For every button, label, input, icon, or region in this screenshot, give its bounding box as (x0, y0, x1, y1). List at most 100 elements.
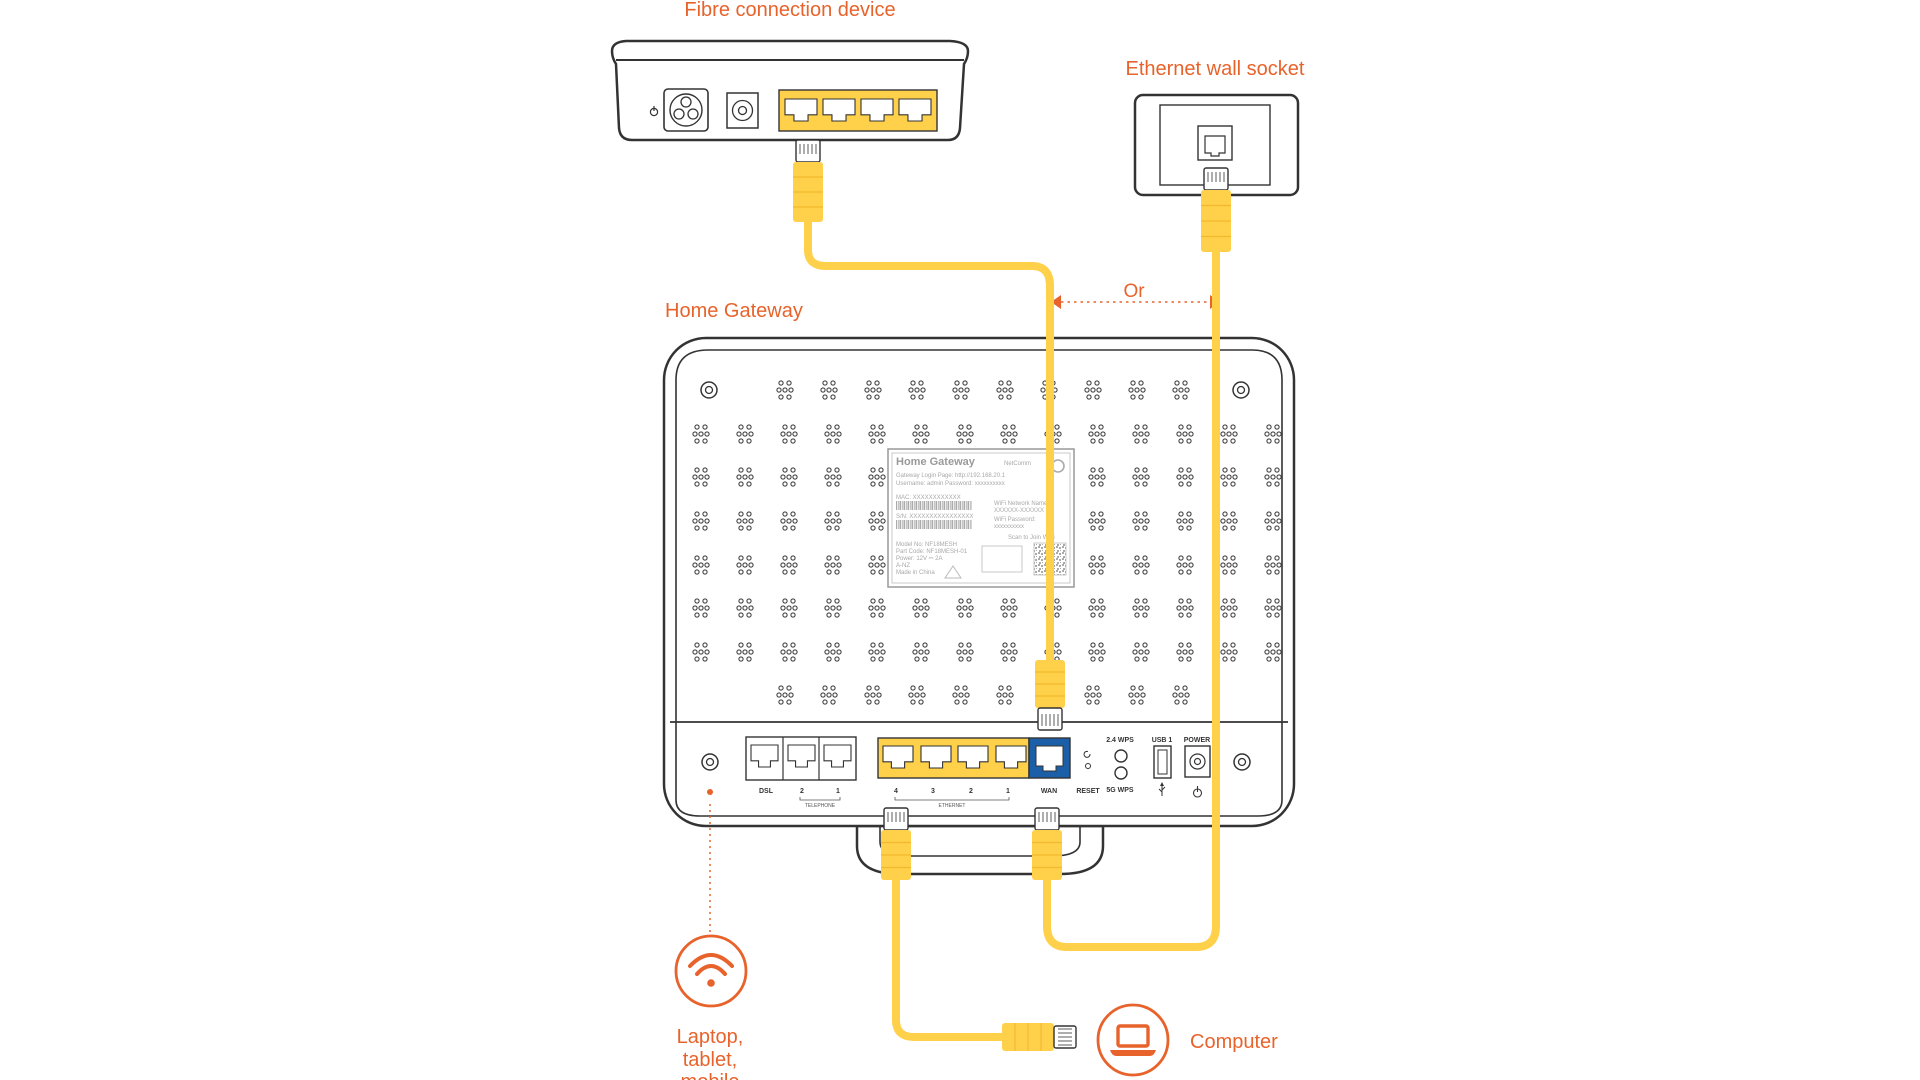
wifi-icon (674, 934, 748, 1008)
sticker-wifi-password-value: xxxxxxxxxx (994, 524, 1024, 530)
port-label-tel1: 1 (836, 788, 840, 795)
port-label-wps24: 2.4 WPS (1106, 737, 1134, 744)
vent-cluster (780, 555, 798, 575)
sticker-wifi-name: WiFi Network Name: (994, 501, 1049, 507)
vent-cluster (824, 642, 842, 662)
vent-cluster (952, 380, 970, 400)
vent-cluster (820, 685, 838, 705)
vent-cluster (996, 380, 1014, 400)
vent-cluster (1132, 598, 1150, 618)
port-label-power: POWER (1184, 737, 1210, 744)
usb-icon (1158, 782, 1166, 796)
vent-cluster (1132, 511, 1150, 531)
vent-cluster (780, 598, 798, 618)
port-label-wan: WAN (1041, 788, 1057, 795)
port-label-tel2: 2 (800, 788, 804, 795)
vent-cluster (820, 380, 838, 400)
vent-cluster (780, 511, 798, 531)
gateway-ethernet-port (957, 745, 989, 769)
vent-cluster (824, 511, 842, 531)
telephone-port (750, 744, 779, 768)
sticker-power: Power: 12V ⎓ 2A (896, 556, 942, 562)
vent-cluster (1176, 467, 1194, 487)
vent-cluster (1264, 598, 1282, 618)
power-icon (649, 106, 659, 117)
wireless-label-line2: tablet, (683, 1049, 737, 1071)
sticker-made-in: Made in China (896, 570, 935, 576)
telephone-port (787, 744, 816, 768)
screw (701, 753, 719, 771)
vent-cluster (956, 424, 974, 444)
power-icon (1192, 786, 1203, 798)
vent-cluster (776, 380, 794, 400)
vent-cluster (780, 424, 798, 444)
sticker-model: Model No: NF18MESH (896, 542, 957, 548)
certification-mark (981, 545, 1023, 573)
vent-cluster (692, 511, 710, 531)
vent-cluster (692, 642, 710, 662)
coax-port (726, 92, 759, 129)
vent-cluster (692, 467, 710, 487)
sticker-mac: MAC: XXXXXXXXXXXX (896, 495, 961, 501)
wan-port (1028, 737, 1071, 779)
sticker-part-code: Part Code: NF18MESH-01 (896, 549, 968, 555)
computer-label: Computer (1190, 1031, 1278, 1053)
port-label-reset: RESET (1076, 788, 1100, 795)
vent-cluster (824, 598, 842, 618)
vent-cluster (868, 511, 886, 531)
vent-cluster (1172, 685, 1190, 705)
vent-cluster (1220, 598, 1238, 618)
sticker-scan: Scan to Join WiFi (1008, 535, 1055, 541)
laptop-icon (1096, 1003, 1170, 1077)
cable-fibre-to-wan (804, 211, 1054, 666)
sticker-region: A-NZ (896, 563, 910, 569)
dsl-telephone-ports (745, 736, 857, 781)
vent-cluster (1088, 511, 1106, 531)
vent-cluster (1176, 511, 1194, 531)
usb-port (1153, 745, 1172, 779)
vent-cluster (780, 467, 798, 487)
vent-cluster (956, 642, 974, 662)
vent-cluster (1000, 598, 1018, 618)
vent-cluster (776, 685, 794, 705)
screw (1232, 381, 1250, 399)
vent-cluster (1128, 685, 1146, 705)
vent-cluster (908, 685, 926, 705)
vent-cluster (1084, 685, 1102, 705)
vent-cluster (1000, 424, 1018, 444)
fibre-device-label: Fibre connection device (684, 0, 895, 21)
vent-cluster (1220, 424, 1238, 444)
plug-fibre-device (793, 139, 823, 222)
vent-cluster (868, 424, 886, 444)
wall-socket-label: Ethernet wall socket (1126, 58, 1305, 80)
wps-5g-button (1114, 766, 1128, 780)
reset-button (1083, 750, 1091, 769)
screw (1233, 753, 1251, 771)
wps-24-button (1114, 749, 1128, 763)
plug-computer (1002, 1023, 1077, 1051)
wireless-label-line1: Laptop, (677, 1026, 744, 1048)
wireless-label-line3: mobile (681, 1071, 740, 1080)
vent-cluster (1088, 642, 1106, 662)
vent-cluster (912, 642, 930, 662)
vent-cluster (1264, 555, 1282, 575)
vent-cluster (1176, 598, 1194, 618)
sticker-sn: S/N: XXXXXXXXXXXXXXXX (896, 514, 973, 520)
vent-cluster (912, 598, 930, 618)
sticker-title: Home Gateway (896, 456, 976, 468)
vent-cluster (1128, 380, 1146, 400)
ethernet-plugs (793, 139, 1231, 1051)
vent-cluster (1220, 511, 1238, 531)
port-label-ethernet: ETHERNET (939, 803, 966, 809)
vent-cluster (864, 685, 882, 705)
telephone-port (823, 744, 852, 768)
screw (700, 381, 718, 399)
vent-cluster (1220, 642, 1238, 662)
fibre-ethernet-port (898, 98, 932, 122)
gateway-ethernet-port (920, 745, 952, 769)
or-label: Or (1123, 281, 1145, 302)
vent-cluster (952, 685, 970, 705)
port-label-eth4: 4 (894, 788, 898, 795)
vent-cluster (1088, 598, 1106, 618)
